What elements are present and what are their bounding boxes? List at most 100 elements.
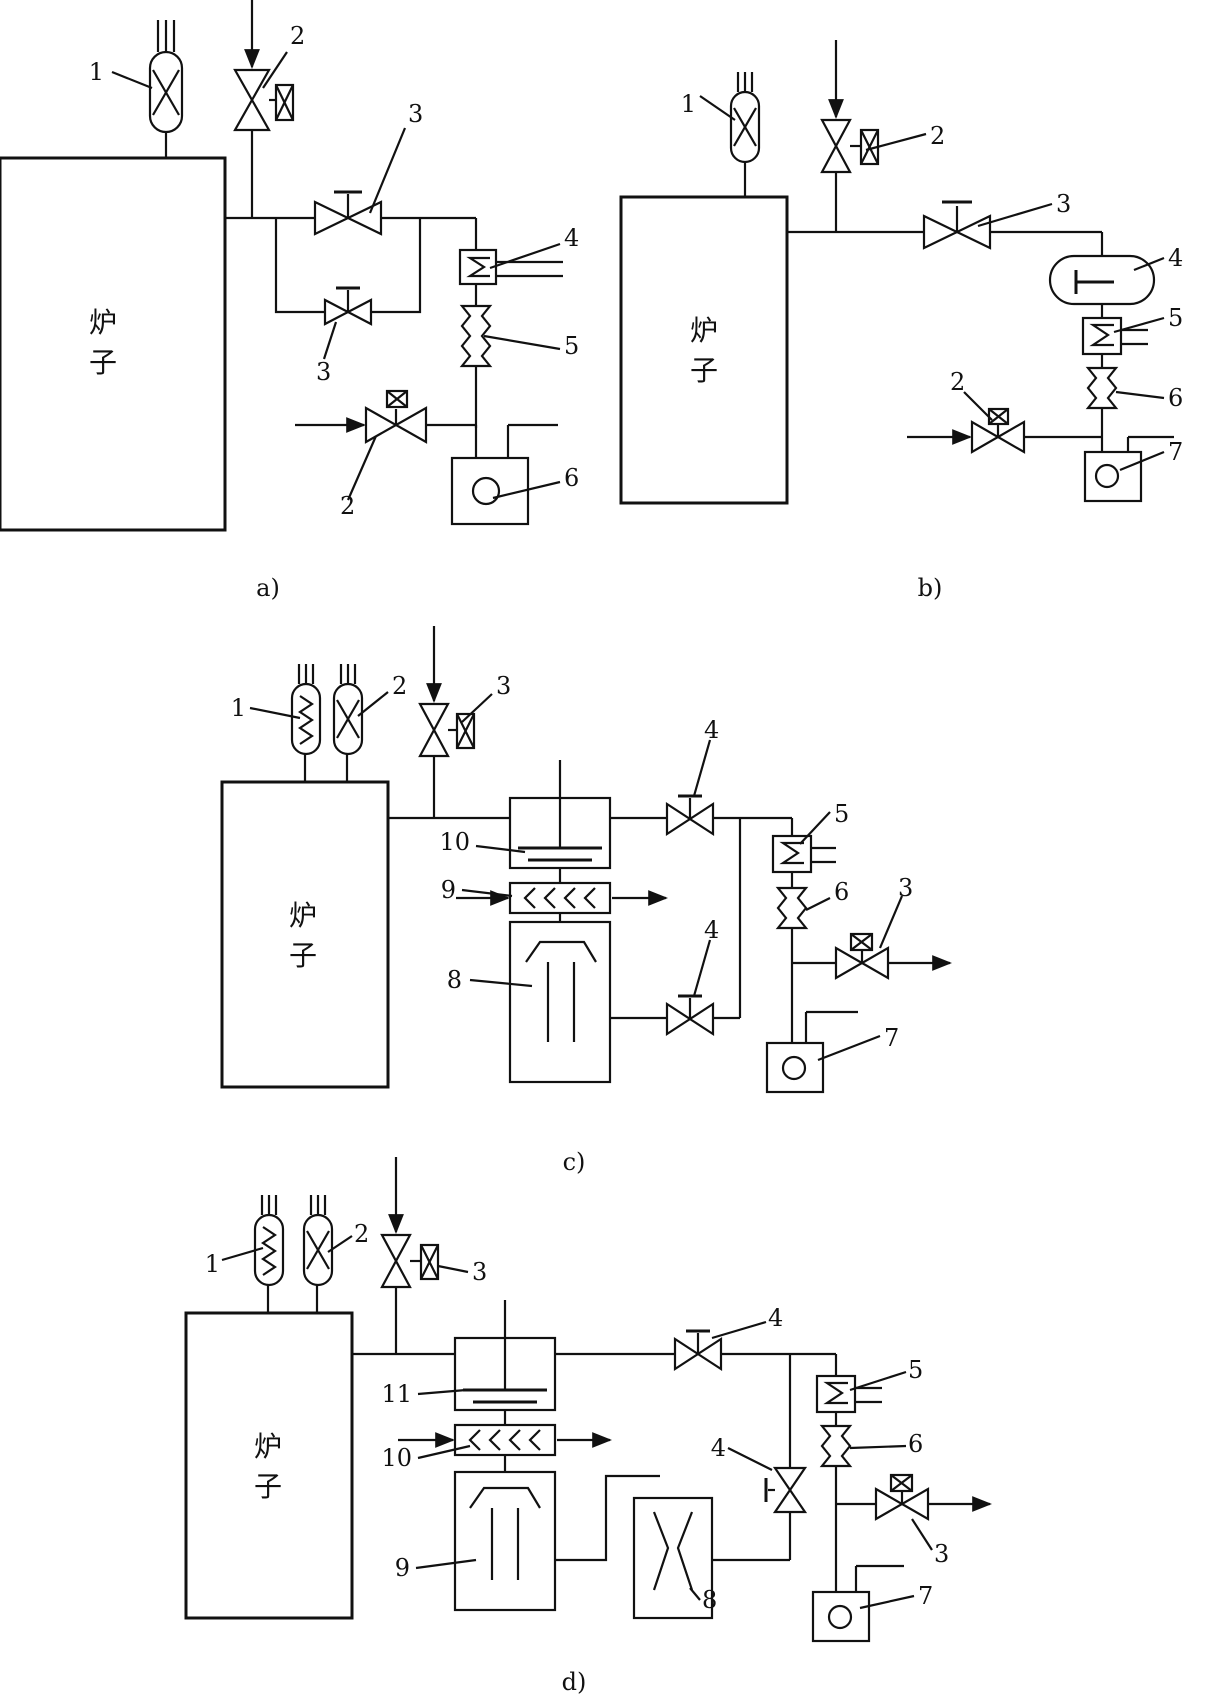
- label-a-4: 4: [564, 224, 579, 252]
- thermocouple-gauge-c1: [290, 664, 322, 782]
- manual-valve-a3-main: [313, 190, 383, 236]
- label-a-2-top: 2: [290, 22, 305, 50]
- bellows-c6: [775, 886, 809, 1043]
- ejector-pump-d8: [632, 1496, 714, 1620]
- solenoid-valve-d3-top: [380, 1157, 440, 1354]
- label-d-3-top: 3: [472, 1258, 487, 1286]
- mechanical-pump-b7: [1083, 435, 1174, 503]
- furnace-b: [619, 195, 789, 505]
- thermocouple-gauge-d1: [253, 1195, 285, 1313]
- furnace-c: [220, 780, 390, 1089]
- label-d-5: 5: [908, 1356, 923, 1384]
- furnace-label-bottom: 子: [690, 354, 718, 387]
- manual-valve-a3-bypass: [323, 286, 373, 326]
- vacuum-gauge-c2: [332, 664, 364, 782]
- label-b-4: 4: [1168, 244, 1183, 272]
- solenoid-valve-b2-top: [820, 40, 880, 232]
- label-d-11: 11: [381, 1380, 412, 1408]
- label-c-1: 1: [231, 694, 246, 722]
- label-c-4-bottom: 4: [704, 916, 719, 944]
- label-d-7: 7: [918, 1582, 933, 1610]
- mechanical-pump-c7: [765, 1010, 858, 1094]
- bellows-b6: [1085, 366, 1119, 452]
- caption-b: b): [918, 574, 943, 602]
- manual-valve-c4-top: [665, 794, 715, 837]
- solenoid-valve-c3-side: [792, 932, 952, 980]
- booster-pump-c8: [508, 920, 612, 1084]
- panel-a: 炉 子: [0, 0, 579, 602]
- panel-c: 炉 子: [220, 626, 952, 1176]
- vapor-chamber-d11: [453, 1300, 557, 1412]
- panel-b: 炉 子: [619, 40, 1183, 602]
- furnace-label-bottom: 子: [289, 939, 317, 972]
- label-c-10: 10: [439, 828, 470, 856]
- label-b-2-side: 2: [950, 368, 965, 396]
- label-d-1: 1: [205, 1250, 220, 1278]
- label-a-2-side: 2: [340, 492, 355, 520]
- cold-trap-d5: [815, 1374, 882, 1426]
- label-a-3-bypass: 3: [316, 358, 331, 386]
- furnace-label-top: 炉: [254, 1430, 282, 1463]
- label-b-3: 3: [1056, 190, 1071, 218]
- furnace-label-top: 炉: [690, 314, 718, 347]
- furnace-label-bottom: 子: [254, 1470, 282, 1503]
- bellows-a5: [459, 304, 493, 428]
- label-d-2: 2: [354, 1220, 369, 1248]
- mechanical-pump-d7: [811, 1564, 904, 1643]
- caption-d: d): [562, 1668, 587, 1696]
- furnace-label-top: 炉: [289, 899, 317, 932]
- label-c-3-side: 3: [898, 874, 913, 902]
- caption-c: c): [563, 1148, 586, 1176]
- label-c-7: 7: [884, 1024, 899, 1052]
- label-d-6: 6: [908, 1430, 923, 1458]
- label-a-6: 6: [564, 464, 579, 492]
- furnace-label-bottom: 子: [89, 346, 117, 379]
- manual-valve-d4-top: [673, 1329, 723, 1372]
- label-d-8: 8: [702, 1586, 717, 1614]
- label-c-6: 6: [834, 878, 849, 906]
- furnace-d: [184, 1311, 354, 1620]
- label-a-1: 1: [89, 58, 104, 86]
- solenoid-valve-c3-top: [418, 626, 476, 818]
- label-c-4-top: 4: [704, 716, 719, 744]
- label-d-3-side: 3: [934, 1540, 949, 1568]
- furnace-label-top: 炉: [89, 306, 117, 339]
- label-d-4-top: 4: [768, 1304, 783, 1332]
- vacuum-gauge-a1: [148, 20, 184, 158]
- label-c-2: 2: [392, 672, 407, 700]
- label-c-5: 5: [834, 800, 849, 828]
- label-b-2-top: 2: [930, 122, 945, 150]
- furnace-a: [0, 156, 227, 532]
- solenoid-valve-a2-side: [295, 389, 478, 458]
- cold-trap-b5: [1081, 316, 1148, 368]
- label-c-3-top: 3: [496, 672, 511, 700]
- bellows-d6: [819, 1424, 853, 1592]
- heat-exchanger-d10: [398, 1410, 612, 1472]
- vacuum-gauge-d2: [302, 1195, 334, 1313]
- label-a-5: 5: [564, 332, 579, 360]
- manual-valve-c4-bottom: [665, 994, 715, 1037]
- label-d-4-vertical: 4: [711, 1434, 726, 1462]
- cold-trap-a4: [458, 248, 563, 306]
- manual-valve-b3: [922, 200, 992, 250]
- vacuum-gauge-b1: [729, 72, 761, 197]
- cold-trap-c5: [771, 834, 836, 888]
- label-b-5: 5: [1168, 304, 1183, 332]
- label-b-7: 7: [1168, 438, 1183, 466]
- caption-a: a): [256, 574, 280, 602]
- mechanical-pump-a6: [450, 423, 558, 526]
- label-c-8: 8: [447, 966, 462, 994]
- label-b-6: 6: [1168, 384, 1183, 412]
- label-d-9: 9: [395, 1554, 410, 1582]
- label-d-10: 10: [381, 1444, 412, 1472]
- panel-d: 炉 子: [184, 1157, 992, 1696]
- solenoid-valve-d3-side: [836, 1473, 992, 1521]
- solenoid-valve-b2-side: [907, 407, 1102, 454]
- label-a-3-main: 3: [408, 100, 423, 128]
- solenoid-valve-a2-top: [233, 0, 295, 218]
- diffusion-pump-b4: [1048, 254, 1156, 318]
- booster-pump-d9: [453, 1470, 557, 1612]
- label-b-1: 1: [681, 90, 696, 118]
- heat-exchanger-c9: [456, 868, 668, 922]
